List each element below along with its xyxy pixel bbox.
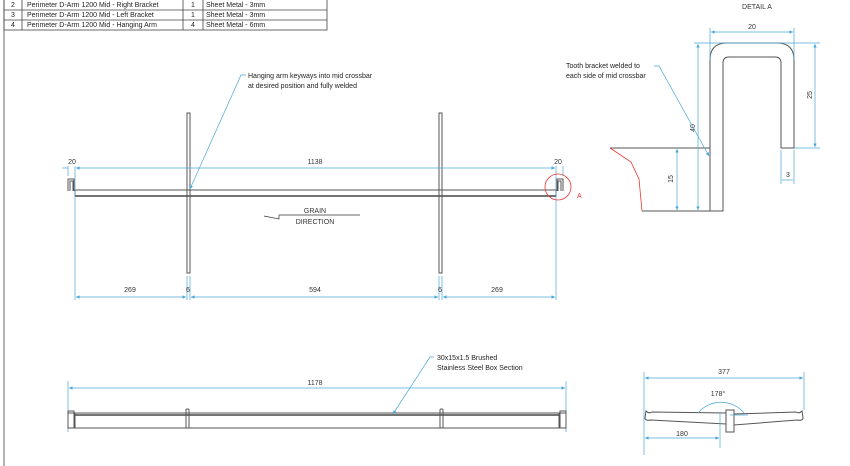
elevation-view: 1178 30x15x1.5 Brushed Stainless Steel B… bbox=[67, 355, 567, 432]
dim-overall: 377 bbox=[718, 369, 730, 376]
grain-label: GRAIN bbox=[304, 208, 326, 215]
hanging-arm bbox=[439, 408, 444, 429]
callout-leader bbox=[654, 65, 710, 157]
part-material: Sheet Metal - 6mm bbox=[206, 22, 265, 29]
part-qty: 4 bbox=[191, 22, 195, 29]
detail-marker-label: A bbox=[577, 193, 582, 200]
table-row: 3 Perimeter D-Arm 1200 Mid - Left Bracke… bbox=[11, 12, 265, 19]
angle-arc bbox=[697, 401, 745, 414]
table-row: 4 Perimeter D-Arm 1200 Mid - Hanging Arm… bbox=[11, 22, 265, 29]
end-bracket bbox=[559, 410, 567, 429]
callout-text: each side of mid crossbar bbox=[566, 73, 646, 80]
left-bracket bbox=[67, 178, 75, 191]
part-description: Perimeter D-Arm 1200 Mid - Right Bracket bbox=[27, 2, 159, 9]
dim-thickness: 3 bbox=[786, 172, 790, 179]
detail-title: DETAIL A bbox=[742, 4, 772, 11]
dim-leg: 25 bbox=[807, 91, 814, 99]
hanging-arm bbox=[185, 408, 190, 429]
item-number: 2 bbox=[11, 2, 15, 9]
item-number: 4 bbox=[11, 22, 15, 29]
arm-right bbox=[733, 409, 804, 426]
angle-label: 178° bbox=[711, 390, 726, 398]
callout-text: 30x15x1.5 Brushed bbox=[437, 355, 497, 362]
end-view: 377 178° 180 bbox=[643, 369, 805, 455]
table-row: 2 Perimeter D-Arm 1200 Mid - Right Brack… bbox=[11, 2, 265, 9]
item-number: 3 bbox=[11, 12, 15, 19]
callout-text: Tooth bracket welded to bbox=[566, 63, 640, 70]
dim-arm-thickness: 6 bbox=[438, 287, 442, 294]
parts-table: 2 Perimeter D-Arm 1200 Mid - Right Brack… bbox=[3, 0, 328, 31]
right-bracket bbox=[556, 178, 564, 191]
plan-view: 1138 20 20 269 6 594 6 269 GRAIN DIRECTI… bbox=[62, 73, 582, 300]
dim-plate: 15 bbox=[668, 175, 675, 183]
break-line bbox=[609, 147, 643, 212]
part-qty: 1 bbox=[191, 2, 195, 9]
mid-plate bbox=[610, 147, 710, 212]
dim-right-end: 20 bbox=[554, 159, 562, 166]
hanging-arm bbox=[186, 112, 191, 274]
dim-mid-span: 594 bbox=[309, 287, 321, 294]
callout-leader bbox=[189, 74, 246, 190]
dim-overall: 1138 bbox=[307, 159, 322, 166]
crossbar bbox=[74, 189, 557, 197]
arm-left bbox=[644, 409, 727, 425]
dim-half: 180 bbox=[676, 431, 688, 438]
detail-a: DETAIL A 20 25 40 15 3 Tooth bracket wel… bbox=[566, 4, 820, 212]
callout-leader bbox=[392, 356, 434, 415]
callout-text: Stainless Steel Box Section bbox=[437, 365, 523, 372]
part-material: Sheet Metal - 3mm bbox=[206, 12, 265, 19]
callout-text: at desired position and fully welded bbox=[248, 83, 357, 90]
dim-overall: 1178 bbox=[307, 380, 322, 387]
part-description: Perimeter D-Arm 1200 Mid - Hanging Arm bbox=[27, 22, 157, 29]
hanging-arm bbox=[438, 112, 443, 274]
end-bracket bbox=[67, 410, 75, 429]
dim-right-span: 269 bbox=[491, 287, 503, 294]
callout-text: Hanging arm keyways into mid crossbar bbox=[248, 73, 373, 80]
crossbar-section bbox=[725, 409, 735, 433]
grain-label: DIRECTION bbox=[296, 219, 335, 226]
dim-width: 20 bbox=[748, 24, 756, 31]
detail-circle[interactable] bbox=[544, 173, 572, 201]
dim-arm-thickness: 6 bbox=[186, 287, 190, 294]
grain-arrow-icon bbox=[263, 214, 360, 220]
dim-left-end: 20 bbox=[68, 159, 76, 166]
part-material: Sheet Metal - 3mm bbox=[206, 2, 265, 9]
part-qty: 1 bbox=[191, 12, 195, 19]
part-description: Perimeter D-Arm 1200 Mid - Left Bracket bbox=[27, 12, 154, 19]
dim-left-span: 269 bbox=[124, 287, 136, 294]
tooth-bracket bbox=[709, 42, 795, 212]
